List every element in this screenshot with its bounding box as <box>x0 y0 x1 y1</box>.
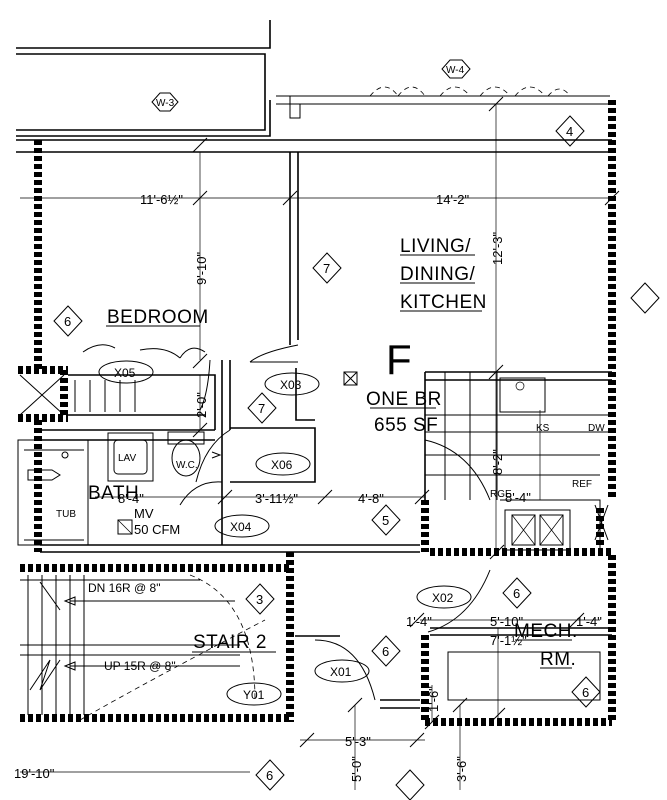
dim-hall-b: 3'-11½" <box>255 491 298 506</box>
bedroom-window <box>19 374 609 541</box>
door-tag-labels: X05 X03 X06 X04 X02 X01 Y01 <box>114 366 454 702</box>
door-tag-x01: X01 <box>330 665 352 679</box>
section-mark-labels: 4 7 6 7 5 3 6 6 6 6 <box>64 124 589 783</box>
dim-stair-width: 5'-3" <box>345 734 371 749</box>
dim-living-depth: 12'-3" <box>490 231 505 265</box>
door-tag-x02: X02 <box>432 591 454 605</box>
interior-walls <box>16 139 612 709</box>
room-living-line1: LIVING/ <box>400 236 471 257</box>
room-living-line3: KITCHEN <box>400 292 487 313</box>
unit-type: ONE BR <box>366 389 442 410</box>
dim-mech-width: 5'-10" <box>490 614 524 629</box>
room-bedroom: BEDROOM <box>107 307 209 328</box>
dimension-lines <box>20 96 620 790</box>
dim-mech-depth: 7'-1½" <box>490 633 527 648</box>
dimension-labels: 11'-6½" 14'-2" 9'-10" 12'-3" 2'-0" 8'-4"… <box>14 192 602 782</box>
unit-letter: F <box>386 336 412 383</box>
fixture-ref: REF <box>572 479 592 490</box>
stair-note-down: DN 16R @ 8" <box>88 581 160 595</box>
tag-shapes <box>98 59 472 706</box>
fixture-tub: TUB <box>56 509 76 520</box>
dim-bed-width: 11'-6½" <box>140 192 183 207</box>
room-stair: STAIR 2 <box>193 632 267 653</box>
dim-left-edge: 19'-10" <box>14 766 55 781</box>
window-tag-w4: W-4 <box>446 65 465 76</box>
stair-note-labels: DN 16R @ 8" UP 15R @ 8" <box>88 581 176 673</box>
unit-labels: F ONE BR 655 SF <box>366 336 442 436</box>
section-mark-6d: 6 <box>582 685 589 700</box>
dim-mech-bottom: 1'-6" <box>426 686 441 712</box>
fixture-lav: LAV <box>118 453 136 464</box>
door-tag-x06: X06 <box>271 458 293 472</box>
fixture-mv: MV <box>134 506 154 521</box>
dim-kit-run: 8'-4" <box>505 490 531 505</box>
section-mark-6c: 6 <box>382 644 389 659</box>
section-mark-6e: 6 <box>266 768 273 783</box>
door-swings <box>79 344 491 721</box>
stair-treads <box>20 575 240 715</box>
bath-fixtures <box>17 431 205 546</box>
dim-hall-c: 4'-8" <box>358 491 384 506</box>
section-mark-6b: 6 <box>513 586 520 601</box>
section-diamonds <box>53 115 660 800</box>
section-mark-4: 4 <box>566 124 573 139</box>
fixture-ks: KS <box>536 423 550 434</box>
dim-hall-a: 2'-0" <box>194 392 209 418</box>
balcony-outline <box>16 20 610 137</box>
dim-living-width: 14'-2" <box>436 192 470 207</box>
fixture-wc: W.C. <box>176 460 198 471</box>
window-w4-arcs <box>369 86 571 97</box>
dim-mech-right: 1'-4" <box>576 614 602 629</box>
door-tag-y01: Y01 <box>243 688 265 702</box>
section-mark-7a: 7 <box>323 261 330 276</box>
room-underlines <box>106 254 572 669</box>
dim-stair-depth: 5'-0" <box>349 756 364 782</box>
stair-note-up: UP 15R @ 8" <box>104 659 176 673</box>
door-tag-x04: X04 <box>230 520 252 534</box>
fixture-rge: RGE <box>490 489 512 500</box>
room-mech-line2: RM. <box>540 649 576 670</box>
fixture-cfm: 50 CFM <box>134 522 180 537</box>
window-tag-w3: W-3 <box>156 98 175 109</box>
unit-area: 655 SF <box>374 415 438 436</box>
window-tag-labels: W-3 W-4 <box>156 65 465 109</box>
door-tag-x03: X03 <box>280 378 302 392</box>
section-mark-5: 5 <box>382 513 389 528</box>
room-living-line2: DINING/ <box>400 264 476 285</box>
section-mark-6a: 6 <box>64 314 71 329</box>
room-mech-line1: MECH. <box>514 621 578 642</box>
dim-stair-right: 3'-6" <box>454 756 469 782</box>
dim-bath-width: 8'-4" <box>118 491 144 506</box>
section-mark-3: 3 <box>256 592 263 607</box>
door-tag-x05: X05 <box>114 366 136 380</box>
room-bath: BATH <box>88 483 139 504</box>
unit-marker <box>343 371 358 386</box>
fixture-labels: LAV W.C. TUB KS DW REF RGE MV 50 CFM <box>56 423 605 537</box>
section-mark-7b: 7 <box>258 401 265 416</box>
dim-bed-depth: 9'-10" <box>194 251 209 285</box>
dim-mech-left: 1'-4" <box>406 614 432 629</box>
dim-kit-depth: 8'-2" <box>490 449 505 475</box>
fixture-dw: DW <box>588 423 605 434</box>
room-labels: LIVING/ DINING/ KITCHEN BEDROOM BATH STA… <box>88 236 578 670</box>
